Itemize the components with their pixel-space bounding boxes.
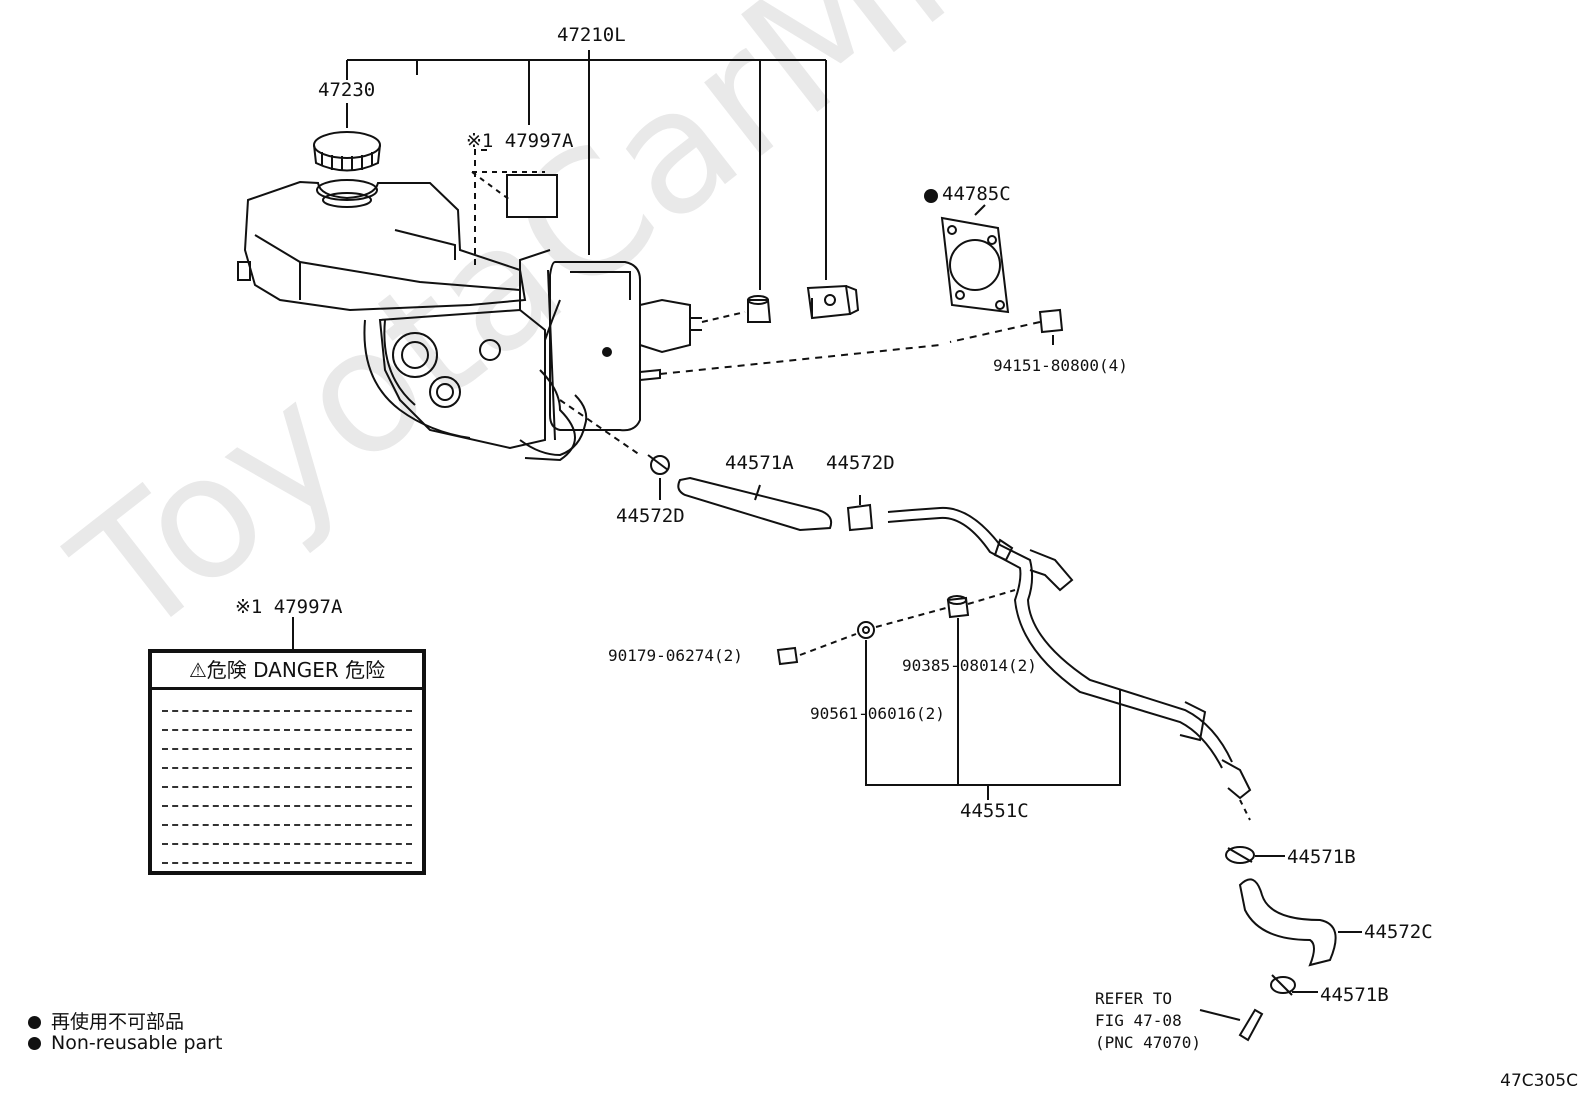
- label-47230: 47230: [318, 79, 376, 101]
- legend-en-text: Non-reusable part: [51, 1032, 223, 1054]
- label-94151: 94151-80800(4): [993, 356, 1128, 375]
- figure-code: 47C305C: [1500, 1071, 1578, 1091]
- label-44571A: 44571A: [725, 452, 794, 474]
- reservoir-cap: [313, 131, 381, 172]
- hose-44571A: [677, 476, 833, 532]
- danger-label-text-lines: [152, 690, 422, 873]
- nut: [1038, 308, 1064, 345]
- label-47997A-left: ※1 47997A: [235, 596, 343, 618]
- hose-44572C: [1238, 878, 1337, 967]
- label-90385: 90385-08014(2): [902, 656, 1037, 675]
- clip-left: [647, 454, 670, 475]
- label-47210L: 47210L: [557, 24, 626, 46]
- clip-44571B-bottom: [1270, 974, 1296, 996]
- non-reusable-dot: [924, 189, 938, 203]
- bracket: [806, 284, 860, 320]
- label-44571B-bottom: 44571B: [1320, 984, 1389, 1006]
- label-44572D-left: 44572D: [616, 505, 685, 527]
- label-44785C: 44785C: [942, 183, 1011, 205]
- grommet-90561: [857, 621, 875, 639]
- leader-47997A: [474, 149, 487, 265]
- legend-jp-text: 再使用不可部品: [51, 1011, 185, 1033]
- bullet-icon: [28, 1037, 41, 1050]
- refer-line-2: FIG 47-08: [1095, 1011, 1182, 1030]
- leader-47210L: [346, 50, 827, 290]
- label-sticker: [506, 174, 558, 218]
- danger-label-header: ⚠危険 DANGER 危险: [152, 653, 422, 690]
- label-44572D-right: 44572D: [826, 452, 895, 474]
- bushing: [747, 295, 772, 323]
- label-44551C: 44551C: [960, 800, 1029, 822]
- bullet-icon: [28, 1016, 41, 1029]
- label-47997A-top: ※1 47997A: [466, 130, 574, 152]
- label-90179: 90179-06274(2): [608, 646, 743, 665]
- brake-booster: [519, 261, 1041, 462]
- label-44571B-top: 44571B: [1287, 846, 1356, 868]
- clip-right: [846, 495, 874, 532]
- reservoir: [237, 179, 527, 312]
- gasket: [940, 216, 1010, 314]
- refer-line-3: (PNC 47070): [1095, 1033, 1201, 1052]
- refer-note: REFER TO FIG 47-08 (PNC 47070): [1095, 988, 1201, 1054]
- hose-end: [1238, 1008, 1264, 1042]
- danger-label: ⚠危険 DANGER 危险: [148, 649, 426, 875]
- bolt-90179: [776, 646, 799, 666]
- master-cylinder: [363, 249, 556, 450]
- vacuum-pipe: [887, 506, 1252, 821]
- label-90561: 90561-06016(2): [810, 704, 945, 723]
- label-44572C: 44572C: [1364, 921, 1433, 943]
- clip-44571B-top: [1225, 846, 1255, 864]
- refer-line-1: REFER TO: [1095, 989, 1173, 1008]
- legend-en: Non-reusable part: [28, 1032, 222, 1054]
- grommet-90385: [946, 595, 970, 619]
- legend-jp: 再使用不可部品: [28, 1007, 184, 1034]
